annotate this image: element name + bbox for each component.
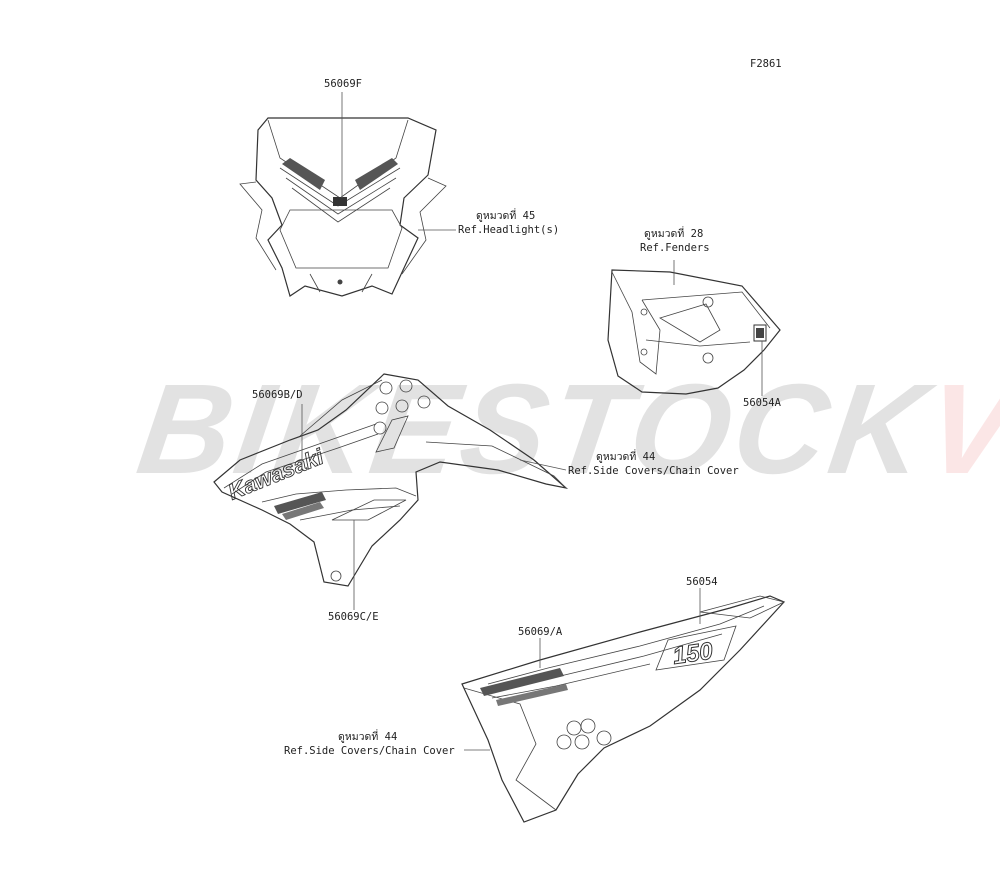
ref-sidecovers-upper-thai: ดูหมวดที่ 44 [596,451,656,463]
figure-code: F2861 [750,58,782,70]
side-cover-decal-frame [655,625,737,671]
part-56069a[interactable]: 56069/A [518,626,563,638]
ref-sidecovers-lower-thai: ดูหมวดที่ 44 [338,731,398,743]
part-56069bd[interactable]: 56069B/D [252,389,303,401]
part-56069f[interactable]: 56069F [324,78,362,90]
headlight-cowl [239,92,456,297]
side-cover: 150 [461,588,786,823]
ref-sidecovers-upper[interactable]: Ref.Side Covers/Chain Cover [568,465,739,477]
radiator-shroud: Kawasaki [213,373,569,610]
side-cover-decal-text: 150 [671,638,715,670]
ref-headlight[interactable]: Ref.Headlight(s) [458,224,560,236]
leader-ref-sidecovers-upper [519,459,567,471]
fender-decal-icon [753,324,767,342]
part-56054[interactable]: 56054 [686,576,718,588]
ref-sidecovers-lower[interactable]: Ref.Side Covers/Chain Cover [284,745,455,757]
ref-fenders[interactable]: Ref.Fenders [640,242,710,254]
ref-headlight-thai: ดูหมวดที่ 45 [476,210,536,222]
rear-fender [607,260,781,396]
logo-decal-icon [333,197,347,206]
part-56054a[interactable]: 56054A [743,397,781,409]
part-56069ce[interactable]: 56069C/E [328,611,379,623]
ref-fenders-thai: ดูหมวดที่ 28 [644,228,704,240]
